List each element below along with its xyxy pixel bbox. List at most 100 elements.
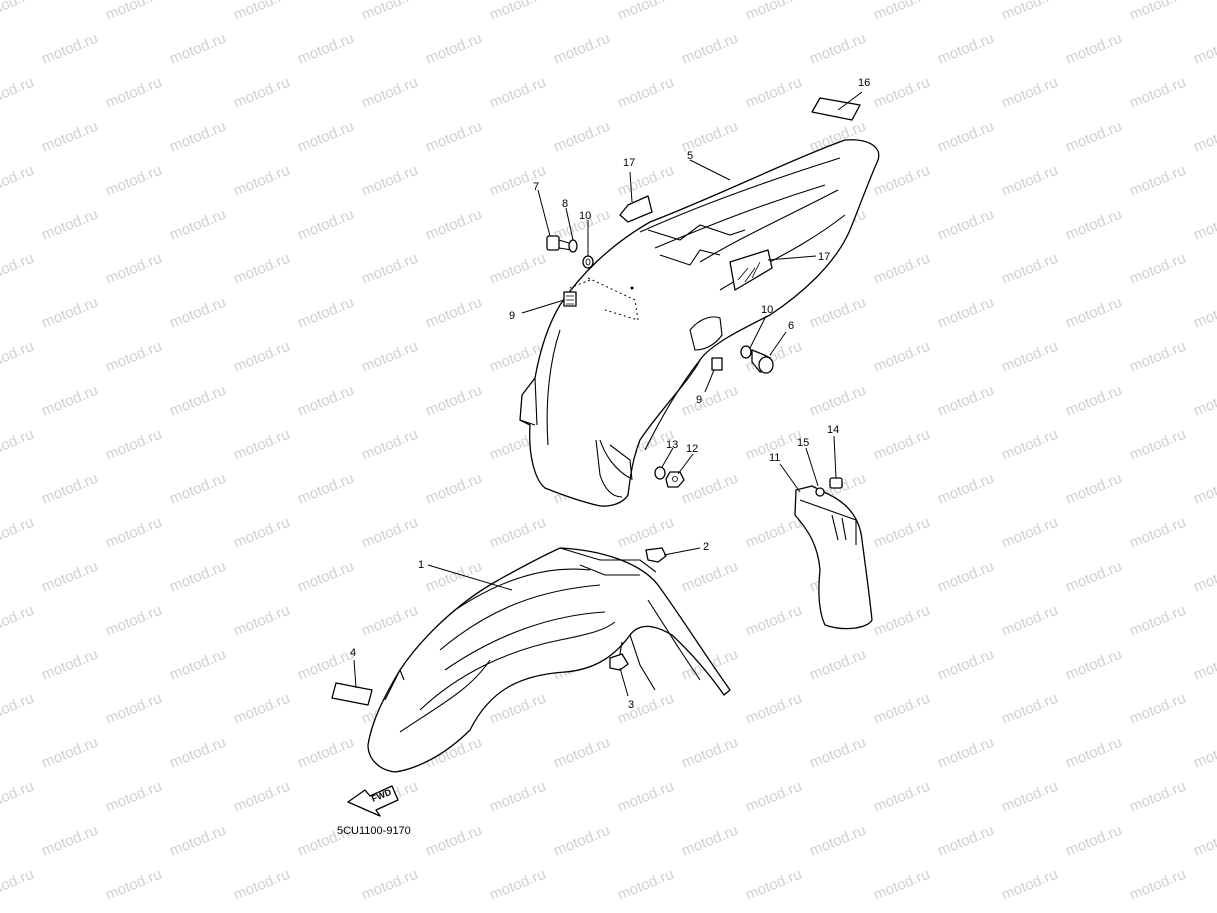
watermark-text: motod.ru bbox=[807, 294, 868, 332]
watermark-text: motod.ru bbox=[231, 74, 292, 112]
watermark-text: motod.ru bbox=[487, 778, 548, 816]
watermark-text: motod.ru bbox=[295, 646, 356, 684]
watermark-text: motod.ru bbox=[743, 602, 804, 640]
watermark-text: motod.ru bbox=[1191, 646, 1217, 684]
watermark-text: motod.ru bbox=[103, 778, 164, 816]
watermark-text: motod.ru bbox=[39, 382, 100, 420]
watermark-text: motod.ru bbox=[871, 0, 932, 24]
fwd-arrow: FWD bbox=[347, 785, 399, 817]
watermark-text: motod.ru bbox=[1127, 514, 1188, 552]
watermark-text: motod.ru bbox=[1063, 206, 1124, 244]
watermark-text: motod.ru bbox=[551, 734, 612, 772]
watermark-text: motod.ru bbox=[679, 470, 740, 508]
watermark-text: motod.ru bbox=[871, 338, 932, 376]
watermark-text: motod.ru bbox=[487, 514, 548, 552]
watermark-text: motod.ru bbox=[423, 294, 484, 332]
watermark-text: motod.ru bbox=[1127, 162, 1188, 200]
watermark-text: motod.ru bbox=[295, 734, 356, 772]
watermark-text: motod.ru bbox=[743, 0, 804, 24]
watermark-text: motod.ru bbox=[231, 0, 292, 24]
watermark-text: motod.ru bbox=[423, 118, 484, 156]
watermark-text: motod.ru bbox=[1127, 602, 1188, 640]
collar-13 bbox=[654, 466, 666, 480]
watermark-text: motod.ru bbox=[935, 118, 996, 156]
watermark-text: motod.ru bbox=[487, 0, 548, 24]
watermark-text: motod.ru bbox=[679, 382, 740, 420]
washer-15 bbox=[815, 487, 825, 497]
watermark-text: motod.ru bbox=[871, 866, 932, 904]
callout-5: 5 bbox=[687, 150, 693, 162]
rubber-2 bbox=[645, 547, 667, 563]
watermark-text: motod.ru bbox=[0, 514, 36, 552]
watermark-text: motod.ru bbox=[359, 514, 420, 552]
decal-4 bbox=[331, 682, 373, 706]
watermark-text: motod.ru bbox=[871, 426, 932, 464]
watermark-text: motod.ru bbox=[231, 426, 292, 464]
watermark-text: motod.ru bbox=[167, 470, 228, 508]
watermark-text: motod.ru bbox=[231, 778, 292, 816]
watermark-text: motod.ru bbox=[551, 30, 612, 68]
watermark-text: motod.ru bbox=[1191, 206, 1217, 244]
watermark-text: motod.ru bbox=[935, 30, 996, 68]
watermark-text: motod.ru bbox=[231, 602, 292, 640]
watermark-text: motod.ru bbox=[0, 778, 36, 816]
watermark-text: motod.ru bbox=[0, 162, 36, 200]
callout-layer: 1 2 3 4 5 6 7 8 9 9 10 10 11 12 13 14 15… bbox=[350, 77, 870, 711]
watermark-text: motod.ru bbox=[295, 30, 356, 68]
watermark-text: motod.ru bbox=[871, 162, 932, 200]
watermark-text: motod.ru bbox=[103, 426, 164, 464]
watermark-text: motod.ru bbox=[39, 558, 100, 596]
watermark-text: motod.ru bbox=[615, 866, 676, 904]
watermark-text: motod.ru bbox=[1063, 734, 1124, 772]
watermark-text: motod.ru bbox=[1063, 470, 1124, 508]
watermark-text: motod.ru bbox=[1191, 822, 1217, 860]
watermark-text: motod.ru bbox=[1063, 382, 1124, 420]
watermark-text: motod.ru bbox=[999, 426, 1060, 464]
watermark-text: motod.ru bbox=[167, 206, 228, 244]
watermark-text: motod.ru bbox=[935, 206, 996, 244]
bolt-3 bbox=[609, 641, 629, 671]
watermark-text: motod.ru bbox=[0, 866, 36, 904]
watermark-text: motod.ru bbox=[295, 294, 356, 332]
watermark-text: motod.ru bbox=[999, 0, 1060, 24]
watermark-text: motod.ru bbox=[615, 0, 676, 24]
watermark-text: motod.ru bbox=[679, 822, 740, 860]
watermark-text: motod.ru bbox=[615, 74, 676, 112]
watermark-text: motod.ru bbox=[807, 382, 868, 420]
callout-9-left: 9 bbox=[509, 310, 515, 322]
watermark-text: motod.ru bbox=[103, 602, 164, 640]
watermark-text: motod.ru bbox=[167, 294, 228, 332]
callout-7: 7 bbox=[533, 181, 539, 193]
watermark-text: motod.ru bbox=[167, 30, 228, 68]
watermark-text: motod.ru bbox=[423, 382, 484, 420]
watermark-text: motod.ru bbox=[167, 558, 228, 596]
watermark-text: motod.ru bbox=[423, 470, 484, 508]
watermark-text: motod.ru bbox=[423, 30, 484, 68]
watermark-text: motod.ru bbox=[231, 866, 292, 904]
watermark-text: motod.ru bbox=[871, 778, 932, 816]
watermark-text: motod.ru bbox=[743, 74, 804, 112]
watermark-text: motod.ru bbox=[39, 30, 100, 68]
washer-8 bbox=[568, 239, 578, 253]
watermark-text: motod.ru bbox=[551, 822, 612, 860]
watermark-text: motod.ru bbox=[1063, 558, 1124, 596]
watermark-text: motod.ru bbox=[1063, 646, 1124, 684]
watermark-text: motod.ru bbox=[231, 690, 292, 728]
watermark-text: motod.ru bbox=[1191, 30, 1217, 68]
watermark-text: motod.ru bbox=[359, 426, 420, 464]
watermark-text: motod.ru bbox=[999, 690, 1060, 728]
watermark-text: motod.ru bbox=[103, 866, 164, 904]
watermark-text: motod.ru bbox=[871, 74, 932, 112]
watermark-text: motod.ru bbox=[359, 602, 420, 640]
watermark-text: motod.ru bbox=[103, 162, 164, 200]
screw-14 bbox=[829, 477, 843, 489]
watermark-text: motod.ru bbox=[1191, 470, 1217, 508]
bolt-7 bbox=[546, 235, 573, 251]
watermark-text: motod.ru bbox=[295, 382, 356, 420]
watermark-text: motod.ru bbox=[1127, 690, 1188, 728]
watermark-text: motod.ru bbox=[0, 426, 36, 464]
watermark-text: motod.ru bbox=[807, 646, 868, 684]
watermark-text: motod.ru bbox=[231, 162, 292, 200]
watermark-text: motod.ru bbox=[103, 690, 164, 728]
mount-dot bbox=[630, 286, 634, 290]
